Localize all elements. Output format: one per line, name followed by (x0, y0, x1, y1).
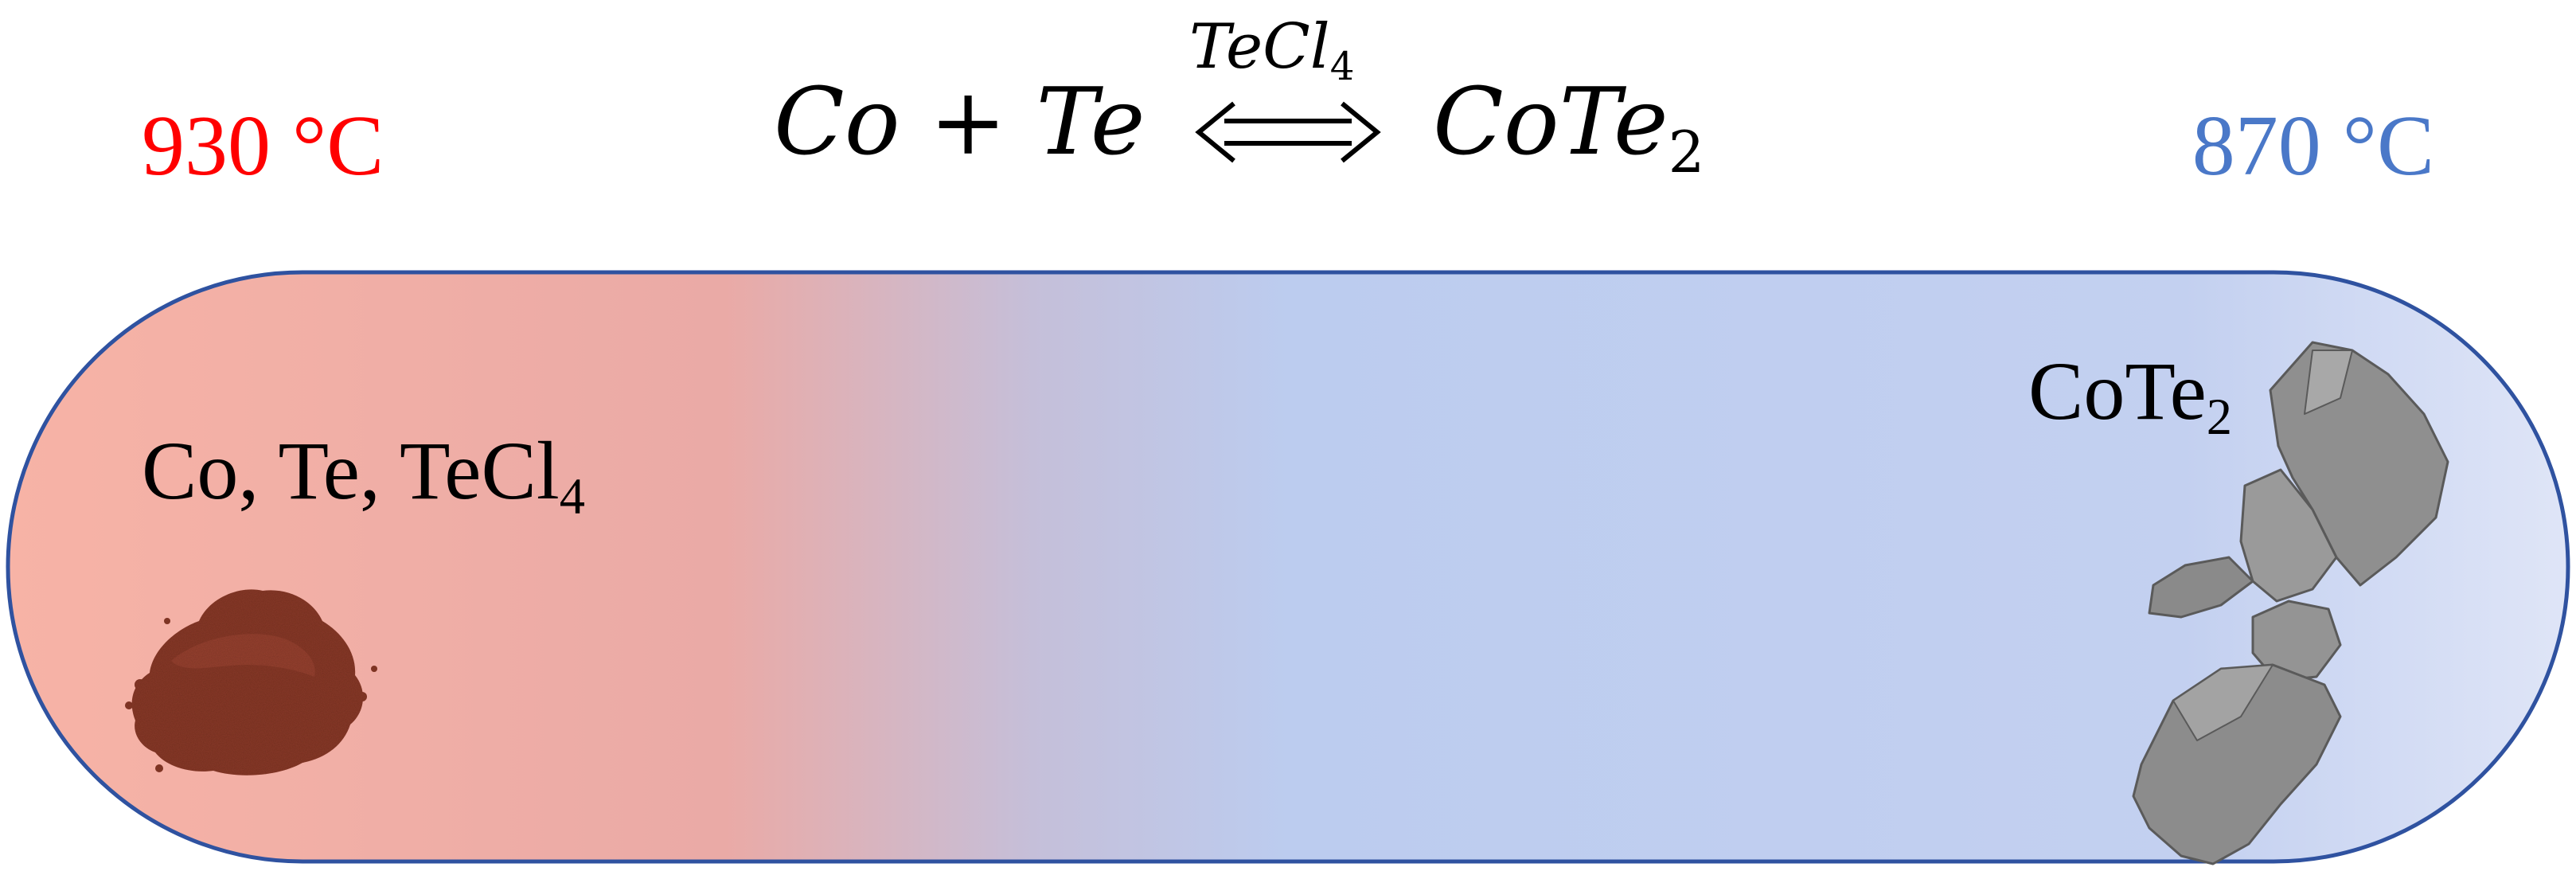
hot-zone-temperature: 930 °C (142, 99, 384, 193)
source-materials-label: Co, Te, TeCl4 (142, 430, 585, 523)
cold-zone-temperature: 870 °C (2192, 99, 2434, 193)
quartz-tube (6, 270, 2570, 864)
reaction-equation: Co + Te TeCl4 CoTe2 (0, 16, 2576, 228)
crystal-product-label: CoTe2 (2028, 350, 2232, 443)
source-materials-text: Co, Te, TeCl (142, 425, 560, 517)
product-formula: CoTe (1433, 68, 1669, 176)
crystal-product-subscript: 2 (2206, 389, 2233, 446)
equation-catalyst: TeCl4 (1189, 16, 1355, 87)
catalyst-subscript: 4 (1329, 45, 1355, 90)
source-materials-subscript: 4 (559, 468, 585, 525)
equilibrium-arrow-icon (1195, 101, 1381, 163)
crystal-product-text: CoTe (2028, 346, 2207, 437)
equation-reactants: Co + Te (774, 68, 1146, 176)
powder-pile-icon (125, 589, 377, 775)
catalyst-formula: TeCl (1189, 11, 1330, 83)
crystal-flakes-icon (2132, 341, 2449, 865)
product-subscript: 2 (1668, 119, 1705, 186)
equation-product: CoTe2 (1433, 76, 1704, 181)
